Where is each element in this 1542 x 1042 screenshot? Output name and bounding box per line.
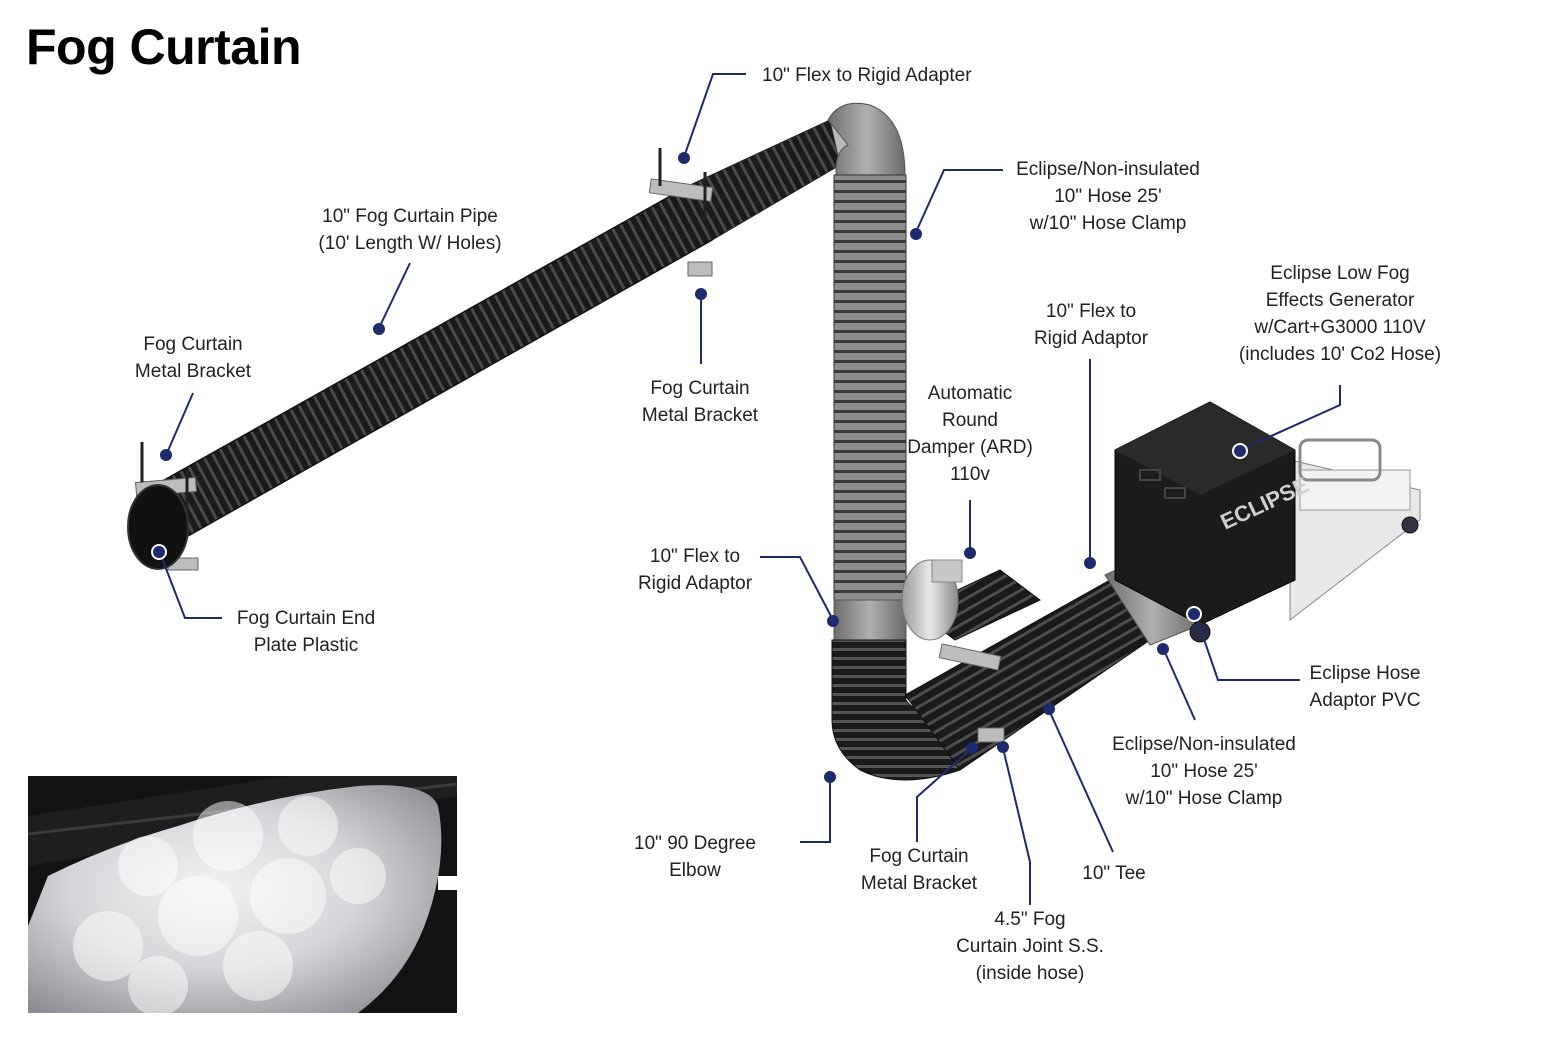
- label-line: Fog Curtain: [869, 846, 969, 867]
- label-line: w/Cart+G3000 110V: [1254, 317, 1426, 338]
- label-line: 10" Flex to Rigid Adapter: [762, 65, 972, 86]
- fog-photo-image: [28, 776, 457, 1013]
- label-line: (10' Length W/ Holes): [318, 233, 502, 254]
- label-bracket-left: Fog Curtain Metal Bracket: [123, 331, 263, 385]
- vertical-hose: [833, 174, 907, 641]
- label-line: 10" Tee: [1082, 863, 1146, 884]
- label-line: Metal Bracket: [641, 405, 759, 426]
- bracket-mid: [648, 148, 714, 277]
- label-line: Eclipse Hose: [1309, 663, 1421, 684]
- label-line: Plate Plastic: [253, 635, 359, 656]
- automatic-round-damper: [901, 559, 1041, 641]
- label-line: 4.5" Fog: [994, 909, 1066, 930]
- label-bracket-mid: Fog Curtain Metal Bracket: [630, 375, 770, 429]
- label-line: Curtain Joint S.S.: [956, 936, 1104, 957]
- label-tee: 10" Tee: [1074, 860, 1154, 887]
- label-line: Rigid Adaptor: [1033, 328, 1149, 349]
- label-line: 10" Flex to: [649, 546, 741, 567]
- label-line: Round: [942, 410, 998, 431]
- label-line: Eclipse/Non-insulated: [1112, 734, 1296, 755]
- label-flex-rigid-top: 10" Flex to Rigid Adapter: [762, 62, 972, 89]
- label-end-plate: Fog Curtain End Plate Plastic: [226, 605, 386, 659]
- label-line: 10" Hose 25': [1054, 186, 1162, 207]
- label-line: Metal Bracket: [134, 361, 252, 382]
- label-line: Damper (ARD): [907, 437, 1033, 458]
- label-flex-rigid-right: 10" Flex to Rigid Adaptor: [1024, 298, 1158, 352]
- label-line: 110v: [950, 464, 990, 485]
- label-line: w/10" Hose Clamp: [1125, 788, 1283, 809]
- label-line: Automatic: [927, 383, 1013, 404]
- label-line: Fog Curtain: [650, 378, 750, 399]
- label-generator: Eclipse Low Fog Effects Generator w/Cart…: [1230, 260, 1450, 368]
- leader-dots: [151, 152, 1248, 783]
- label-flex-rigid-left: 10" Flex to Rigid Adaptor: [628, 543, 762, 597]
- end-plate: [127, 484, 189, 570]
- label-eclipse-hose-bottom: Eclipse/Non-insulated 10" Hose 25' w/10"…: [1106, 731, 1302, 812]
- label-line: 10" Flex to: [1045, 301, 1137, 322]
- label-hose-adaptor: Eclipse Hose Adaptor PVC: [1298, 660, 1432, 714]
- label-eclipse-hose-top: Eclipse/Non-insulated 10" Hose 25' w/10"…: [1010, 156, 1206, 237]
- label-line: Effects Generator: [1265, 290, 1415, 311]
- label-line: Eclipse Low Fog: [1270, 263, 1410, 284]
- bracket-bottom: [938, 643, 1005, 743]
- label-elbow: 10" 90 Degree Elbow: [626, 830, 764, 884]
- fog-curtain-photo: [28, 776, 457, 1013]
- leader-lines: [159, 73, 1341, 905]
- label-line: Eclipse/Non-insulated: [1016, 159, 1200, 180]
- label-joint: 4.5" Fog Curtain Joint S.S. (inside hose…: [950, 906, 1110, 987]
- label-line: Fog Curtain: [143, 334, 243, 355]
- label-line: Rigid Adaptor: [637, 573, 753, 594]
- label-fog-curtain-pipe: 10" Fog Curtain Pipe (10' Length W/ Hole…: [312, 203, 508, 257]
- label-line: Adaptor PVC: [1309, 690, 1421, 711]
- page-title: Fog Curtain: [26, 19, 302, 75]
- label-line: Elbow: [669, 860, 721, 881]
- label-bracket-bottom: Fog Curtain Metal Bracket: [849, 843, 989, 897]
- label-line: Fog Curtain End: [236, 608, 376, 629]
- label-line: Metal Bracket: [860, 873, 978, 894]
- fog-generator: ECLIPSE: [1114, 401, 1421, 643]
- label-line: 10" Hose 25': [1150, 761, 1258, 782]
- label-line: 10" 90 Degree: [634, 833, 756, 854]
- label-ard: Automatic Round Damper (ARD) 110v: [900, 380, 1040, 488]
- label-line: w/10" Hose Clamp: [1029, 213, 1187, 234]
- label-line: (inside hose): [975, 963, 1085, 984]
- label-line: (includes 10' Co2 Hose): [1238, 344, 1442, 365]
- label-line: 10" Fog Curtain Pipe: [322, 206, 498, 227]
